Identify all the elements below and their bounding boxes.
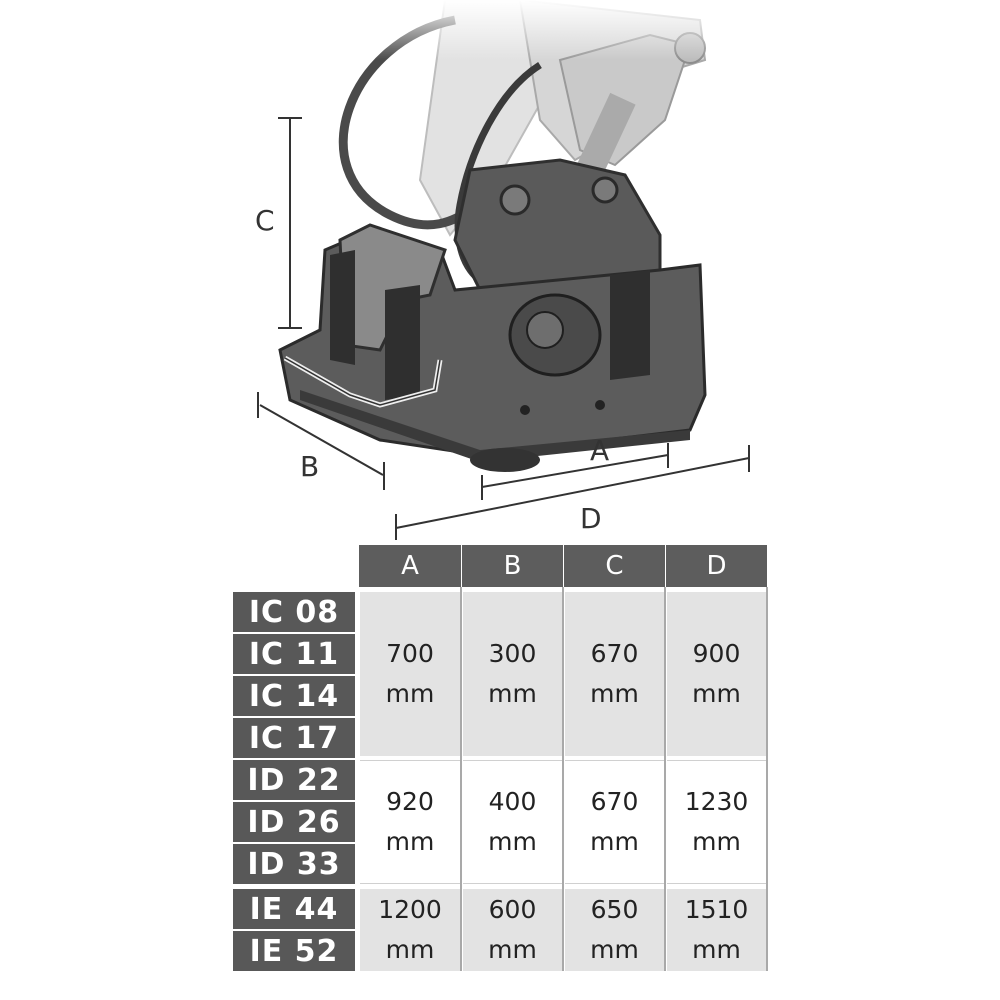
value-unit: mm	[590, 679, 639, 708]
value-cell: 670 mm	[565, 592, 664, 756]
value-cell: 900 mm	[667, 592, 766, 756]
value-number: 400	[488, 787, 537, 816]
model-label: IE 44	[233, 889, 355, 929]
value-unit: mm	[590, 827, 639, 856]
dimension-d-label: D	[580, 502, 602, 535]
column-header-d: D	[666, 545, 767, 587]
value-unit: mm	[385, 827, 435, 856]
value-number: 1230	[684, 787, 749, 816]
model-label: IC 17	[233, 718, 355, 758]
model-label: IE 52	[233, 931, 355, 971]
value-number: 920	[386, 787, 434, 816]
value-unit: mm	[692, 935, 741, 964]
value-cell: 600 mm	[463, 889, 562, 971]
value-cell: 300 mm	[463, 592, 562, 756]
dimension-c	[278, 117, 302, 329]
value-number: 600	[488, 895, 537, 924]
value-unit: mm	[488, 679, 537, 708]
value-cell: 1230 mm	[667, 760, 766, 884]
dimension-a-label: A	[590, 434, 609, 467]
model-label: ID 26	[233, 802, 355, 842]
value-cell: 700 mm	[360, 592, 460, 756]
value-cell: 650 mm	[565, 889, 664, 971]
value-cell: 400 mm	[463, 760, 562, 884]
compactor-image	[0, 0, 1000, 472]
value-unit: mm	[488, 935, 537, 964]
value-unit: mm	[692, 827, 741, 856]
value-cell: 920 mm	[360, 760, 460, 884]
model-label: ID 33	[233, 844, 355, 884]
value-number: 700	[386, 639, 434, 668]
model-label: IC 14	[233, 676, 355, 716]
value-cell: 1510 mm	[667, 889, 766, 971]
column-divider	[460, 587, 462, 971]
model-label: IC 08	[233, 592, 355, 632]
compactor-diagram: C B A D	[0, 0, 1000, 540]
value-unit: mm	[590, 935, 639, 964]
column-divider	[766, 587, 768, 971]
value-cell: 1200 mm	[360, 889, 460, 971]
value-unit: mm	[488, 827, 537, 856]
model-label: ID 22	[233, 760, 355, 800]
value-number: 900	[692, 639, 741, 668]
dimension-c-label: C	[255, 204, 275, 237]
column-header-b: B	[462, 545, 563, 587]
column-divider	[562, 587, 564, 971]
dimension-b	[257, 392, 385, 490]
dimension-b-label: B	[300, 450, 319, 483]
column-header-c: C	[564, 545, 665, 587]
dimension-a	[481, 443, 669, 500]
value-unit: mm	[385, 935, 435, 964]
value-number: 670	[590, 787, 639, 816]
model-label: IC 11	[233, 634, 355, 674]
value-unit: mm	[385, 679, 435, 708]
value-cell: 670 mm	[565, 760, 664, 884]
column-divider	[664, 587, 666, 971]
value-number: 670	[590, 639, 639, 668]
value-number: 650	[590, 895, 639, 924]
dimension-d	[395, 445, 750, 540]
value-unit: mm	[692, 679, 741, 708]
value-number: 1510	[684, 895, 749, 924]
value-number: 1200	[378, 895, 442, 924]
column-header-a: A	[359, 545, 461, 587]
value-number: 300	[488, 639, 537, 668]
